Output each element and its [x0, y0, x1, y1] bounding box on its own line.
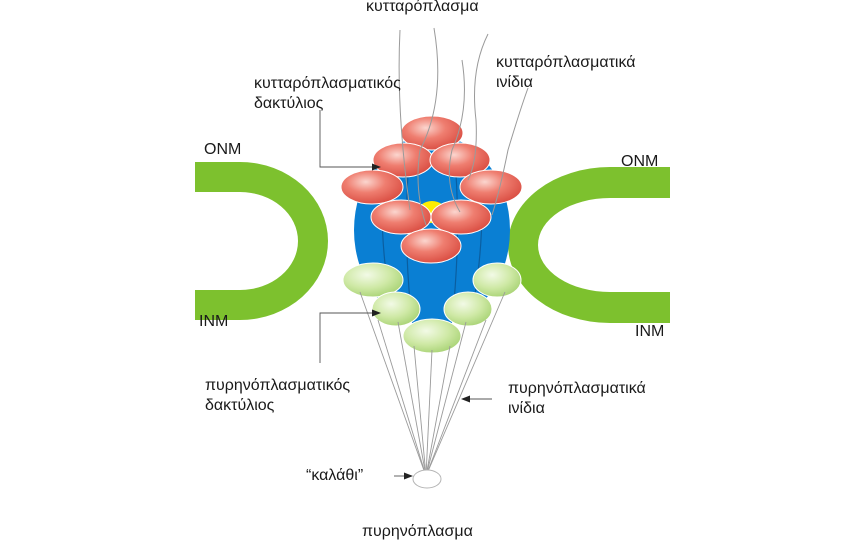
label-cytoplasm: κυτταρόπλασμα	[366, 0, 479, 15]
pointer-nucleoplasmic-ring	[319, 312, 372, 363]
label-nucleoplasmic-fibrils-line2: ινίδια	[508, 400, 545, 417]
label-cytoplasmic-ring-line2: δακτύλιος	[254, 95, 324, 112]
label-nucleoplasm: πυρηνόπλασμα	[362, 523, 473, 540]
cytoplasmic-subunit	[459, 169, 523, 205]
cytoplasmic-subunit	[370, 199, 432, 235]
membrane-left	[195, 162, 328, 320]
label-nucleoplasmic-fibrils: πυρηνόπλασματικά ινίδια	[508, 379, 646, 419]
arrowhead-basket	[404, 472, 413, 480]
nucleoplasmic-subunit	[402, 318, 462, 354]
label-cytoplasmic-fibrils-line1: κυτταρόπλασματικά	[496, 54, 636, 71]
nucleoplasmic-subunit	[342, 262, 404, 298]
pointer-cytoplasmic-ring	[319, 110, 372, 168]
nucleoplasmic-ring-subunits	[342, 262, 522, 354]
label-onm-right: ONM	[621, 153, 659, 170]
label-cytoplasmic-fibrils-line2: ινίδια	[496, 74, 533, 91]
label-nucleoplasmic-fibrils-line1: πυρηνόπλασματικά	[508, 380, 646, 397]
membrane-right	[508, 167, 670, 323]
label-cytoplasmic-ring: κυτταρόπλασματικός δακτύλιος	[254, 74, 401, 114]
cytoplasmic-subunit	[430, 199, 492, 235]
label-nucleoplasmic-ring: πυρηνόπλασματικός δακτύλιος	[205, 376, 350, 416]
arrowhead-nucleoplasmic-ring	[372, 309, 381, 317]
label-cytoplasmic-fibrils: κυτταρόπλασματικά ινίδια	[496, 53, 636, 93]
pointer-arrowheads	[372, 163, 470, 480]
basket-ring	[412, 469, 442, 489]
nucleoplasmic-subunit	[472, 262, 522, 298]
nucleoplasmic-subunit	[371, 291, 421, 327]
cytoplasmic-subunit	[400, 228, 462, 264]
cytoplasmic-subunit	[340, 169, 404, 205]
label-inm-right: INM	[635, 323, 665, 340]
label-onm-left: ONM	[204, 141, 242, 158]
nucleoplasmic-fibrils	[359, 291, 506, 477]
label-cytoplasmic-ring-line1: κυτταρόπλασματικός	[254, 75, 401, 92]
cytoplasmic-fibrils	[398, 27, 529, 226]
label-inm-left: INM	[199, 313, 229, 330]
arrowhead-nucleoplasmic-fibrils	[461, 395, 470, 403]
cytoplasmic-subunit	[400, 115, 464, 151]
arrowhead-cytoplasmic-ring	[372, 163, 381, 171]
nucleoplasmic-subunit	[443, 291, 493, 327]
label-basket: “καλάθι”	[306, 467, 364, 484]
label-nucleoplasmic-ring-line2: δακτύλιος	[205, 397, 275, 414]
cytoplasmic-ring-subunits	[340, 115, 523, 264]
label-nucleoplasmic-ring-line1: πυρηνόπλασματικός	[205, 377, 351, 394]
